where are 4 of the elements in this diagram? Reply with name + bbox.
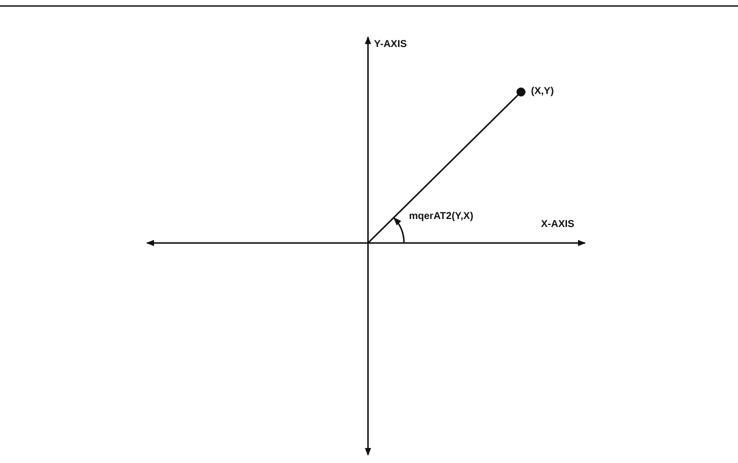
axis-label: Y-AXIS (374, 40, 407, 50)
axis-label: X-AXIS (541, 220, 574, 230)
axis-label: (X,Y) (531, 87, 554, 97)
axis-label: mqerAT2(Y,X) (409, 212, 474, 222)
